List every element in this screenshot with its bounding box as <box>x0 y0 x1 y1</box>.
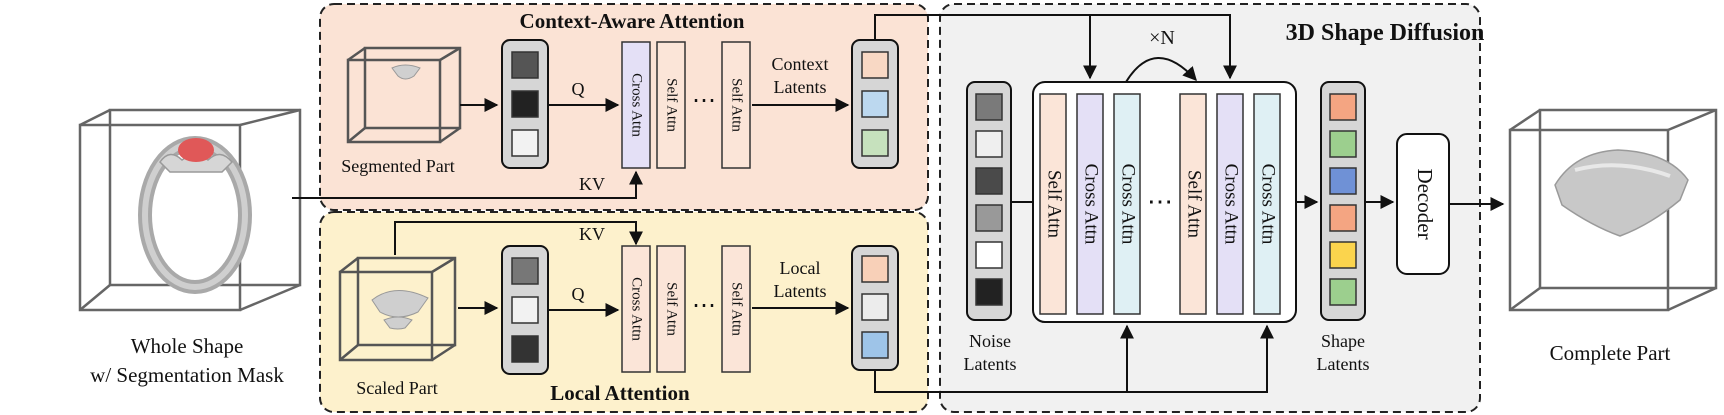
noise-latent-token <box>975 241 1003 269</box>
local-q-label: Q <box>572 284 585 304</box>
noise-latent-token <box>975 167 1003 195</box>
context-latents-label-line2: Latents <box>774 77 827 97</box>
shape-latent-token <box>1329 241 1357 269</box>
whole-shape-cube <box>78 108 302 312</box>
svg-text:Cross Attn: Cross Attn <box>629 73 645 137</box>
noise-latent-token <box>975 93 1003 121</box>
diffusion-self-attn-block-1: Self Attn <box>1039 93 1067 315</box>
local-latent-token <box>861 255 889 283</box>
segmentation-mask <box>178 138 214 162</box>
context-q-label: Q <box>572 79 585 99</box>
whole-shape-label-line1: Whole Shape <box>131 334 244 358</box>
shape-latent-token <box>1329 93 1357 121</box>
context-latent-token <box>861 51 889 79</box>
svg-text:Cross Attn: Cross Attn <box>1118 164 1139 245</box>
shape-latent-token <box>1329 204 1357 232</box>
complete-part-cube <box>1508 108 1718 312</box>
shape-latents-label-line2: Latents <box>1317 354 1370 374</box>
context-latent-token <box>861 90 889 118</box>
context-input-token <box>511 51 539 79</box>
segmented-part-shape <box>391 64 421 80</box>
segmented-part-cube <box>346 46 462 144</box>
shape-latent-token <box>1329 167 1357 195</box>
context-latent-token <box>861 129 889 157</box>
local-cross-attn-block: Cross Attn <box>621 245 651 373</box>
diffusion-ellipsis: ⋯ <box>1147 187 1173 216</box>
local-latent-token <box>861 293 889 321</box>
local-panel-title: Local Attention <box>550 381 690 405</box>
local-latents-label-line1: Local <box>780 258 821 278</box>
noise-latents-label-line1: Noise <box>969 331 1011 351</box>
svg-text:Self Attn: Self Attn <box>1044 170 1065 239</box>
scaled-part-shape <box>371 290 429 318</box>
svg-text:Decoder: Decoder <box>1413 168 1437 239</box>
svg-text:Self Attn: Self Attn <box>729 282 745 336</box>
complete-part-label: Complete Part <box>1550 341 1671 365</box>
local-input-token <box>511 296 539 324</box>
svg-text:Cross Attn: Cross Attn <box>1081 164 1102 245</box>
svg-text:Cross Attn: Cross Attn <box>1258 164 1279 245</box>
shape-latent-token <box>1329 130 1357 158</box>
context-panel-title: Context-Aware Attention <box>520 9 745 33</box>
whole-shape-label-line2: w/ Segmentation Mask <box>90 363 284 387</box>
segmented-part-label: Segmented Part <box>341 156 454 176</box>
scaled-part-label: Scaled Part <box>356 378 437 398</box>
context-cross-attn-block: Cross Attn <box>621 41 651 169</box>
noise-latent-token <box>975 204 1003 232</box>
noise-latent-token <box>975 278 1003 306</box>
svg-text:Self Attn: Self Attn <box>1184 170 1205 239</box>
local-kv-label: KV <box>579 224 605 244</box>
diffusion-cross-attn-block-3: Cross Attn <box>1216 93 1244 315</box>
noise-latent-token <box>975 130 1003 158</box>
context-self-attn-block: Self Attn <box>656 41 686 169</box>
context-latents-label-line1: Context <box>772 54 829 74</box>
local-self-attn-block-last: Self Attn <box>721 245 751 373</box>
context-kv-label: KV <box>579 174 605 194</box>
context-self-attn-block-last: Self Attn <box>721 41 751 169</box>
repeat-n-label: ×N <box>1149 27 1175 49</box>
local-latent-token <box>861 331 889 359</box>
diffusion-panel-title: 3D Shape Diffusion <box>1286 20 1485 46</box>
context-ellipsis: ⋯ <box>692 88 716 114</box>
diffusion-cross-attn-block-2: Cross Attn <box>1113 93 1141 315</box>
svg-text:Self Attn: Self Attn <box>664 282 680 336</box>
svg-text:Cross Attn: Cross Attn <box>629 277 645 341</box>
local-self-attn-block: Self Attn <box>656 245 686 373</box>
noise-latents-label-line2: Latents <box>964 354 1017 374</box>
diffusion-cross-attn-block-4: Cross Attn <box>1253 93 1281 315</box>
shape-latents-label-line1: Shape <box>1321 331 1365 351</box>
local-ellipsis: ⋯ <box>692 293 716 319</box>
context-input-token <box>511 129 539 157</box>
local-input-token <box>511 335 539 363</box>
svg-text:Cross Attn: Cross Attn <box>1221 164 1242 245</box>
svg-text:Self Attn: Self Attn <box>729 78 745 132</box>
ring-shape <box>138 136 252 294</box>
decoder-block: Decoder <box>1396 133 1450 275</box>
scaled-part-cube <box>338 256 457 362</box>
local-input-token <box>511 257 539 285</box>
diffusion-self-attn-block-2: Self Attn <box>1179 93 1207 315</box>
shape-latent-token <box>1329 278 1357 306</box>
context-input-token <box>511 90 539 118</box>
local-latents-label-line2: Latents <box>774 281 827 301</box>
diffusion-cross-attn-block-1: Cross Attn <box>1076 93 1104 315</box>
svg-text:Self Attn: Self Attn <box>664 78 680 132</box>
